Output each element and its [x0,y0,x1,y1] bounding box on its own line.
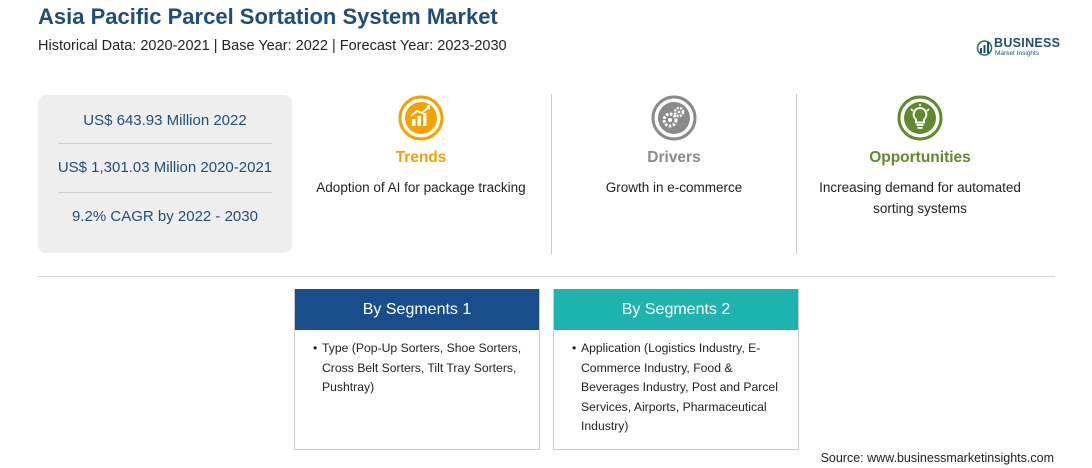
drivers-label: Drivers [647,149,701,166]
trends-label: Trends [395,149,447,166]
segment-2-title: By Segments 2 [554,289,798,330]
source-credit: Source: www.businessmarketinsights.com [820,451,1054,465]
stat-divider [58,192,272,193]
page-subtitle: Historical Data: 2020-2021 | Base Year: … [38,38,507,54]
lightbulb-icon [897,95,943,141]
gears-icon [651,95,697,141]
trend-chart-icon [398,95,444,141]
company-logo: BUSINESS Market Insights [976,36,1061,62]
stat-cagr: 9.2% CAGR by 2022 - 2030 [72,208,258,225]
stat-market-value: US$ 643.93 Million 2022 [83,112,247,129]
segment-2-text: Application (Logistics Industry, E-Comme… [581,341,778,433]
drivers-column: Drivers Growth in e-commerce [549,95,799,198]
logo-wordmark: BUSINESS [994,36,1061,50]
stat-historical-value: US$ 1,301.03 Million 2020-2021 [57,159,273,176]
bullet: • [572,341,577,355]
segment-card-2: By Segments 2 • Application (Logistics I… [553,289,799,450]
segment-1-item: • Type (Pop-Up Sorters, Shoe Sorters, Cr… [295,330,539,398]
segment-2-item: • Application (Logistics Industry, E-Com… [554,330,798,437]
opportunities-column: Opportunities Increasing demand for auto… [795,95,1045,219]
trends-column: Trends Adoption of AI for package tracki… [296,95,546,198]
segment-1-title: By Segments 1 [295,289,539,330]
segment-card-1: By Segments 1 • Type (Pop-Up Sorters, Sh… [294,289,540,450]
logo-globe-icon [976,40,993,56]
bullet: • [313,341,318,355]
opportunities-text: Increasing demand for automated sorting … [819,180,1021,216]
trends-text: Adoption of AI for package tracking [316,180,526,195]
column-divider [796,94,797,254]
market-stats-panel: US$ 643.93 Million 2022 US$ 1,301.03 Mil… [38,95,292,253]
page-title: Asia Pacific Parcel Sortation System Mar… [38,4,498,29]
stat-divider [58,143,272,144]
section-divider [38,276,1055,277]
opportunities-label: Opportunities [869,149,971,166]
logo-tagline: Market Insights [995,50,1040,57]
drivers-text: Growth in e-commerce [605,180,743,195]
column-divider [551,94,552,254]
segment-1-text: Type (Pop-Up Sorters, Shoe Sorters, Cros… [322,341,522,394]
